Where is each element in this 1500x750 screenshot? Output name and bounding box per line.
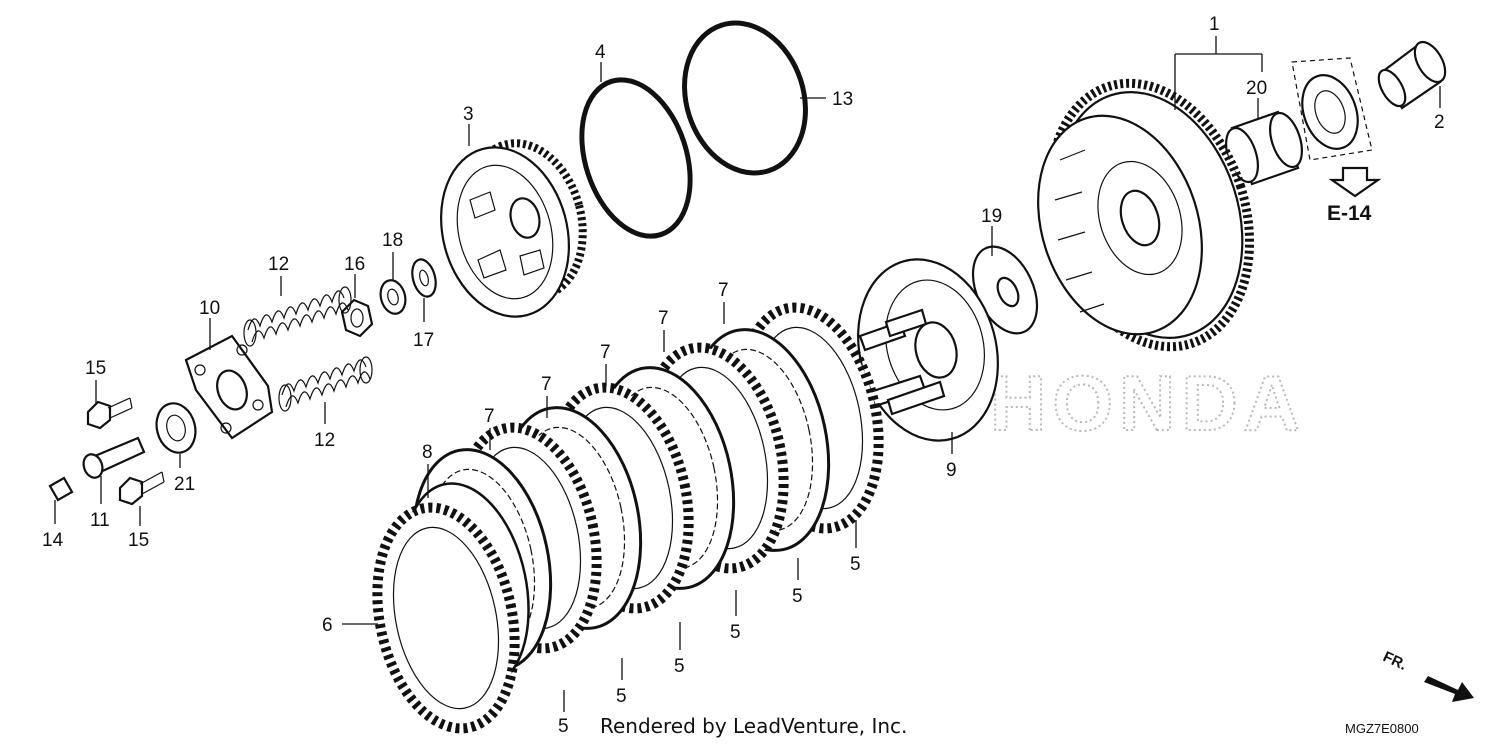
reference-arrow <box>1328 166 1382 198</box>
callout-14: 14 <box>42 530 64 551</box>
reference-part-box <box>1291 57 1373 161</box>
front-direction-indicator: FR. <box>1380 648 1474 702</box>
callout-5-b: 5 <box>792 586 803 607</box>
damper-spring-upper-part <box>243 286 352 347</box>
o-ring-part <box>579 77 693 239</box>
callout-5-d: 5 <box>674 656 685 677</box>
clutch-plate-stack <box>372 302 884 734</box>
plain-washer-part <box>411 258 437 298</box>
callout-16: 16 <box>344 254 365 275</box>
callout-21: 21 <box>174 474 195 495</box>
callout-12-upper: 12 <box>268 254 289 275</box>
flange-bolt-lower-part <box>118 471 165 506</box>
callout-8: 8 <box>422 442 433 463</box>
clutch-center-part <box>440 139 587 318</box>
callout-11: 11 <box>90 510 110 531</box>
front-direction-label: FR. <box>1380 648 1409 674</box>
clutch-outer-part <box>1037 78 1255 352</box>
callout-labels: 1 2 3 4 5 5 5 5 5 5 6 7 7 7 7 7 7 8 9 10… <box>42 14 1445 737</box>
lifter-piece-part <box>48 476 74 502</box>
callout-20: 20 <box>1246 78 1267 99</box>
callout-5-c: 5 <box>730 622 741 643</box>
callout-15-upper: 15 <box>85 358 106 379</box>
front-arrow-icon <box>1424 676 1474 702</box>
callout-10: 10 <box>199 298 220 319</box>
lifter-bearing-part <box>155 402 197 454</box>
callout-7-e: 7 <box>484 406 495 427</box>
callout-4: 4 <box>595 42 606 63</box>
callout-12-lower: 12 <box>314 430 335 451</box>
callout-9: 9 <box>946 460 957 481</box>
callout-6: 6 <box>322 615 333 636</box>
callout-5-f: 5 <box>558 716 569 737</box>
render-credit: Rendered by LeadVenture, Inc. <box>600 714 907 738</box>
thrust-washer-part <box>971 245 1039 335</box>
flange-bolt-upper-part <box>86 397 133 430</box>
callout-18: 18 <box>382 230 403 251</box>
callout-3: 3 <box>463 104 474 125</box>
callout-7-a: 7 <box>718 280 729 301</box>
callout-2: 2 <box>1434 112 1445 133</box>
callout-17: 17 <box>413 330 434 351</box>
lock-washer-part <box>379 279 407 315</box>
callout-7-b: 7 <box>658 308 669 329</box>
honda-watermark: HONDA <box>990 359 1306 447</box>
callout-5-e: 5 <box>616 686 627 707</box>
lifter-rod-part <box>82 436 146 479</box>
collar-part <box>1377 40 1447 110</box>
large-o-ring-part <box>682 20 808 176</box>
damper-spring-lower-part <box>278 356 373 412</box>
callout-15-lower: 15 <box>128 530 149 551</box>
callout-19: 19 <box>981 206 1002 227</box>
friction-disc-a-part <box>372 502 520 734</box>
leader-lines <box>54 36 1441 712</box>
needle-bearing-part <box>1225 110 1303 186</box>
callout-7-d: 7 <box>541 374 552 395</box>
diagram-code: MGZ7E0800 <box>1345 721 1419 736</box>
callout-13: 13 <box>832 89 853 110</box>
callout-5-a: 5 <box>850 554 861 575</box>
lifter-plate-part <box>184 334 274 440</box>
callout-1: 1 <box>1209 14 1220 35</box>
callout-7-c: 7 <box>600 342 611 363</box>
reference-label: E-14 <box>1327 202 1372 225</box>
